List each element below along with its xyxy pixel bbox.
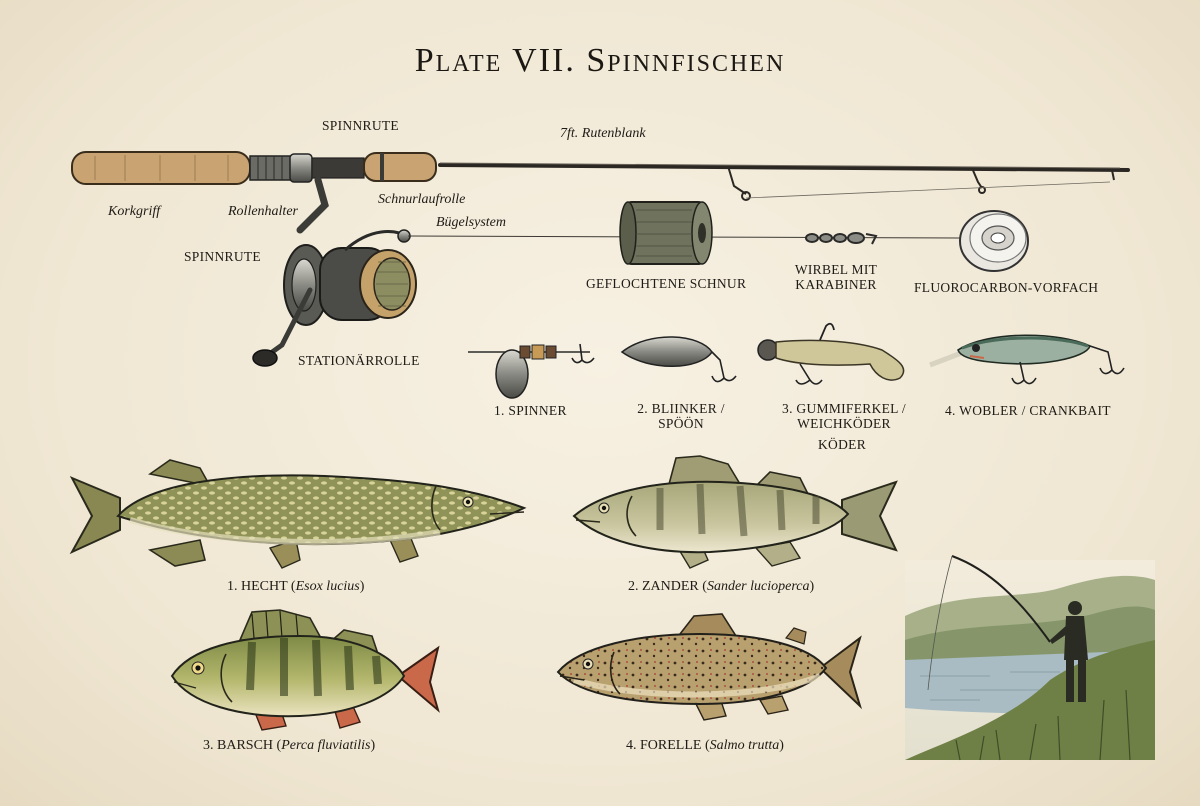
angler-scene: [905, 555, 1155, 761]
caption-zander-latin: Sander lucioperca: [706, 579, 810, 594]
label-koeder: KÖDER: [818, 437, 866, 452]
label-schnurlaufrolle: Schnurlaufrolle: [378, 192, 466, 207]
caption-forelle-name: 4. FORELLE: [626, 738, 702, 753]
label-stationaerrolle: STATIONÄRROLLE: [298, 353, 420, 368]
fish-zander: [572, 455, 898, 569]
caption-zander: 2. ZANDER (Sander lucioperca): [628, 579, 815, 594]
label-spinner: 1. SPINNER: [494, 403, 567, 418]
caption-forelle-latin: Salmo trutta: [709, 738, 780, 753]
label-blinker-line2: SPÖÖN: [658, 416, 704, 431]
lure-softbait: [757, 322, 905, 385]
lure-crankbait: [929, 334, 1125, 385]
caption-hecht-name: 1. HECHT: [227, 579, 288, 594]
lure-spoon: [620, 336, 737, 383]
label-wirbel-line1: WIRBEL MIT: [794, 262, 878, 277]
label-rollenhalter: Rollenhalter: [228, 204, 298, 219]
caption-barsch-name: 3. BARSCH: [203, 738, 274, 753]
swivel-with-snap: [805, 232, 878, 245]
label-gummi-line1: 3. GUMMIFERKEL /: [782, 401, 906, 416]
lure-spinner: [468, 343, 595, 399]
caption-barsch-latin: Perca fluviatilis: [281, 738, 371, 753]
braided-line-spool: [619, 201, 713, 265]
caption-hecht: 1. HECHT (Esox lucius): [227, 579, 365, 594]
label-wirbel-line2: KARABINER: [795, 277, 877, 292]
label-wobler: 4. WOBLER / CRANKBAIT: [945, 403, 1111, 418]
label-gummi-line2: WEICHKÖDER: [797, 416, 891, 431]
label-spinnrute-top: SPINNRUTE: [322, 118, 399, 133]
label-fluorocarbon-vorfach: FLUOROCARBON-VORFACH: [914, 280, 1099, 295]
rod-blank: [438, 163, 1130, 172]
label-korkgriff: Korkgriff: [108, 204, 161, 219]
caption-barsch: 3. BARSCH (Perca fluviatilis): [203, 738, 376, 753]
fish-pike: [69, 459, 527, 569]
cork-grip: [71, 151, 251, 185]
angler-rod: [951, 555, 1051, 643]
label-geflochtene-schnur: GEFLOCHTENE SCHNUR: [586, 276, 747, 291]
plate-title: Plate VII. Spinnfischen: [414, 42, 786, 79]
fish-trout: [556, 613, 863, 721]
rod-guides: [727, 165, 1115, 201]
label-spinnrute-reel: SPINNRUTE: [184, 249, 261, 264]
spinning-rod: [71, 151, 1130, 201]
label-rutenblank: 7ft. Rutenblank: [560, 126, 646, 141]
fore-grip: [363, 152, 437, 182]
label-buegelsystem: Bügelsystem: [436, 215, 506, 230]
caption-zander-name: 2. ZANDER: [628, 579, 699, 594]
caption-hecht-latin: Esox lucius: [295, 579, 360, 594]
handle-knob: [252, 349, 278, 367]
fluorocarbon-spool: [959, 210, 1029, 272]
spinning-reel: [252, 176, 417, 367]
fish-perch: [170, 609, 440, 731]
caption-forelle: 4. FORELLE (Salmo trutta): [626, 738, 784, 753]
label-blinker-line1: 2. BLIINKER /: [637, 401, 725, 416]
